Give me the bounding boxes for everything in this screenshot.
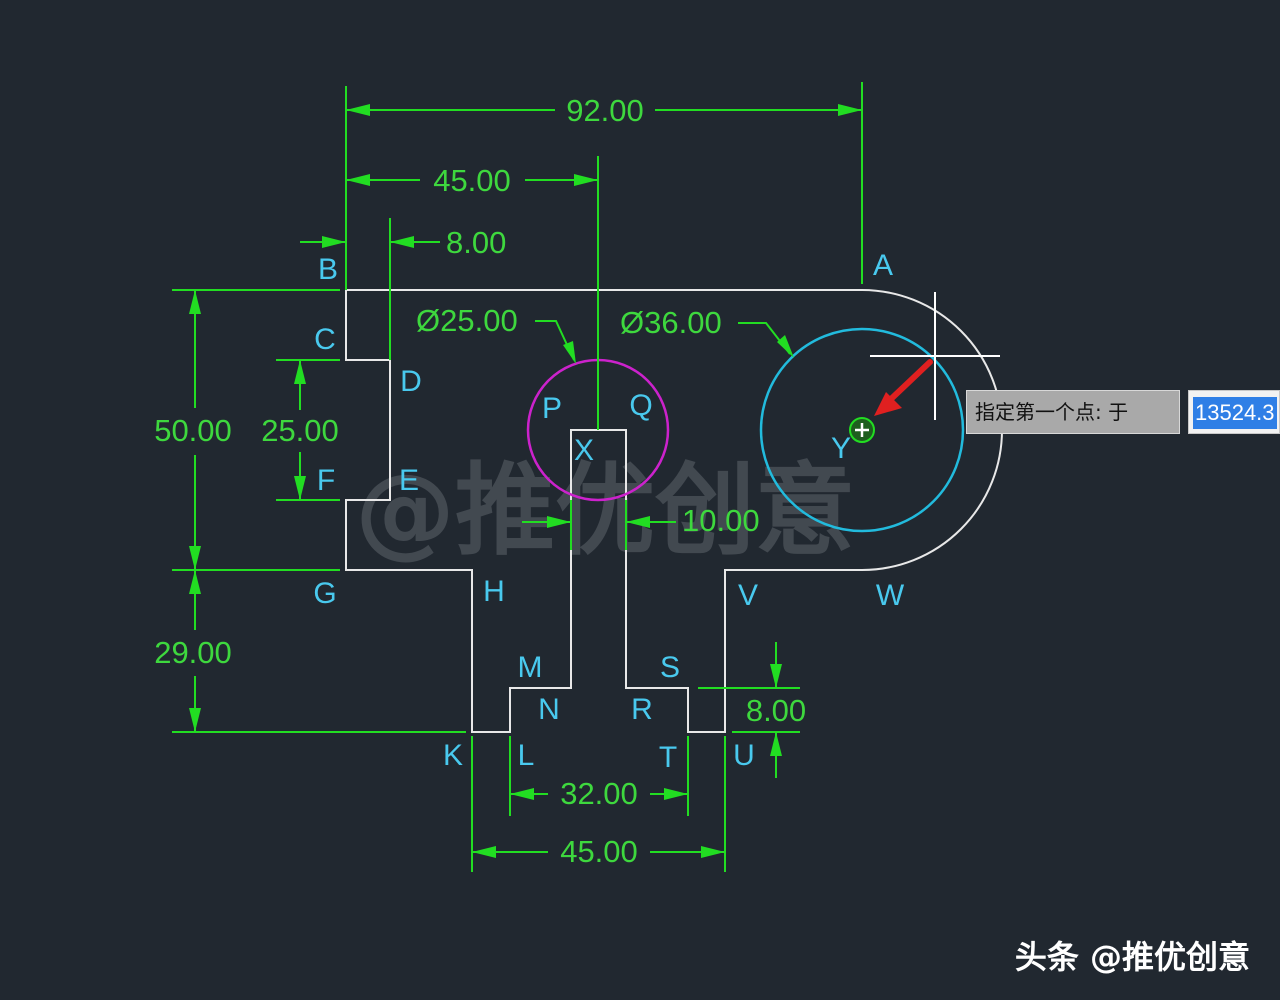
point-label-l: L	[518, 739, 535, 772]
point-label-p: P	[542, 392, 562, 425]
coordinate-value[interactable]: 13524.3	[1193, 397, 1277, 429]
dim-width-total: 92.00	[566, 93, 644, 128]
dim-inner-width: 32.00	[560, 776, 638, 811]
dimension-arrowheads	[189, 104, 862, 858]
dim-notch-height: 25.00	[261, 413, 339, 448]
coordinate-input[interactable]: 13524.3	[1188, 390, 1280, 434]
crosshair-cursor-icon	[870, 292, 1000, 420]
dim-leg-width: 45.00	[560, 834, 638, 869]
watermark: @推优创意	[355, 452, 855, 569]
point-label-g: G	[313, 577, 336, 610]
point-label-h: H	[483, 575, 505, 608]
command-prompt-tooltip: 指定第一个点: 于	[966, 390, 1180, 434]
center-snap-icon[interactable]	[849, 417, 875, 443]
dim-to-center: 45.00	[433, 163, 511, 198]
point-label-c: C	[314, 323, 336, 356]
point-label-b: B	[318, 253, 338, 286]
dim-small-circle: Ø25.00	[416, 303, 518, 338]
part-outline	[345, 289, 1003, 733]
point-label-m: M	[518, 651, 543, 684]
point-label-t: T	[659, 741, 677, 774]
point-label-f: F	[317, 464, 335, 497]
dim-slot-width: 10.00	[682, 503, 760, 538]
point-label-w: W	[876, 579, 905, 612]
dim-step-height: 8.00	[746, 693, 806, 728]
dim-notch-depth: 8.00	[446, 225, 506, 260]
point-label-n: N	[538, 693, 560, 726]
point-label-e: E	[399, 464, 419, 497]
point-label-s: S	[660, 651, 680, 684]
point-label-v: V	[738, 579, 758, 612]
point-label-x: X	[574, 434, 594, 467]
point-label-d: D	[400, 365, 422, 398]
footer-caption: 头条 @推优创意	[1014, 938, 1250, 976]
point-label-r: R	[631, 693, 653, 726]
dim-leg-height: 29.00	[154, 635, 232, 670]
dim-height-total: 50.00	[154, 413, 232, 448]
dim-large-circle: Ø36.00	[620, 305, 722, 340]
point-label-q: Q	[629, 389, 652, 422]
point-label-u: U	[733, 739, 755, 772]
point-label-k: K	[443, 739, 463, 772]
large-circle	[759, 327, 965, 533]
point-label-a: A	[873, 249, 893, 282]
pointer-arrow-icon	[874, 359, 933, 416]
point-label-y: Y	[831, 432, 851, 465]
extension-lines	[172, 82, 863, 872]
